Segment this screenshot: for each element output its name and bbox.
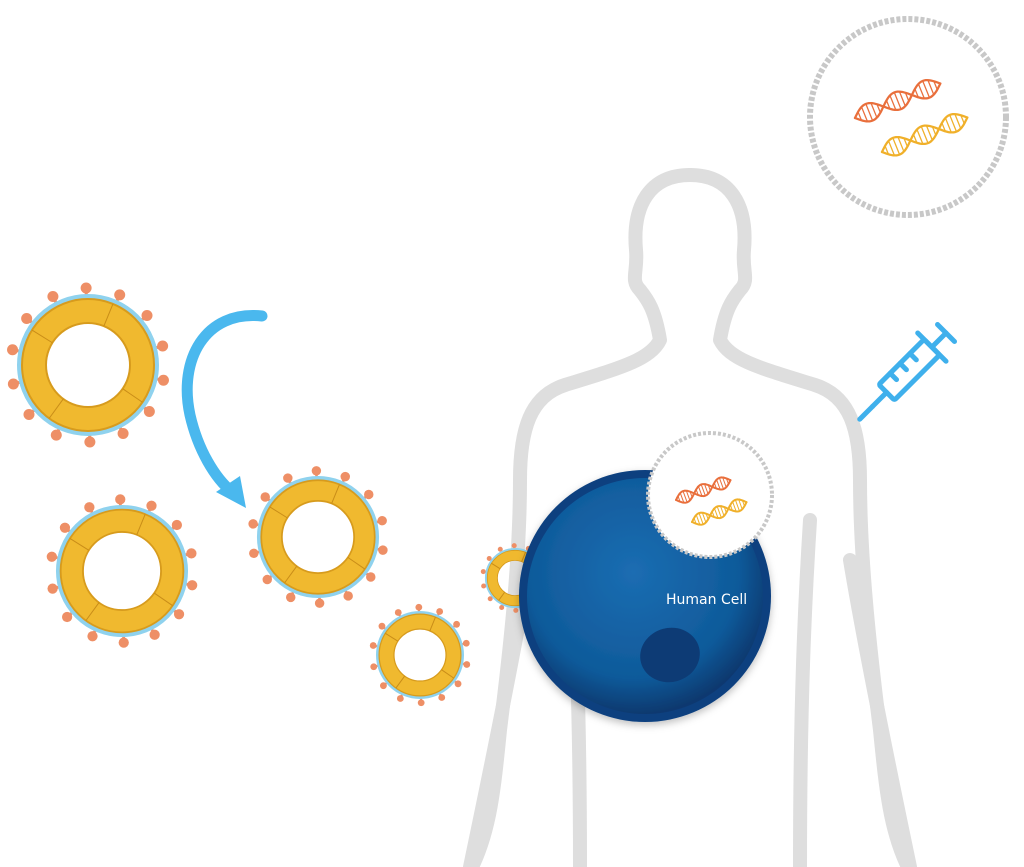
- virus-particle-icon: [46, 494, 198, 648]
- curved-arrow-icon: [181, 310, 268, 508]
- nucleus: [640, 627, 700, 683]
- dna-helix-icon: [853, 79, 969, 157]
- virus-group: [7, 282, 550, 707]
- syringe-icon: [857, 322, 957, 422]
- cell-label: Human Cell: [666, 592, 747, 608]
- dna-zoom-circle: [807, 16, 1009, 218]
- virus-particle-icon: [369, 603, 471, 707]
- cell-dna-zoom: [646, 431, 774, 559]
- virus-particle-icon: [248, 466, 388, 608]
- virus-particle-icon: [7, 282, 169, 448]
- dna-helix-icon: [675, 476, 748, 526]
- virus-particle-icon: [480, 543, 550, 613]
